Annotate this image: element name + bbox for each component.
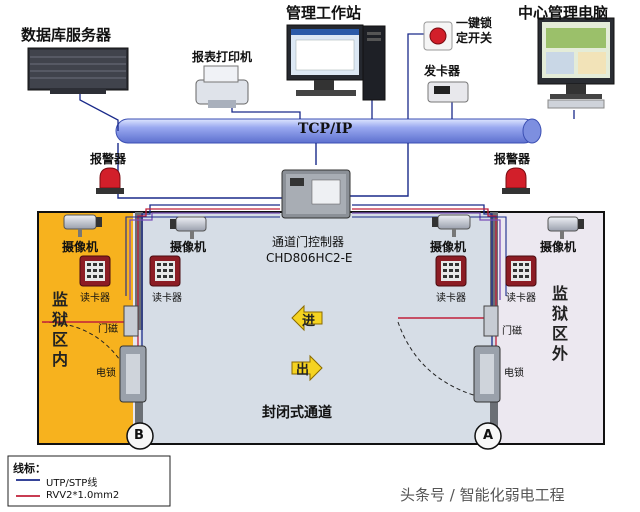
watermark-text: 头条号 / 智能化弱电工程 (400, 486, 565, 504)
camera-right-outer-label: 摄像机 (540, 240, 577, 254)
camera-left-inner-label: 摄像机 (170, 240, 207, 254)
door-b-swing (41, 321, 138, 393)
legend-box (7, 455, 171, 507)
reader-left-inner-icon (149, 255, 181, 287)
db-server-icon (27, 47, 129, 94)
network-label: TCP/IP (298, 121, 353, 137)
reader-right-inner-icon (435, 255, 467, 287)
db-server-label: 数据库服务器 (21, 26, 112, 44)
prison-inside-label: 监狱区内 (52, 290, 69, 369)
wall-right-bottom (490, 400, 498, 444)
door-controller-icon (281, 169, 351, 219)
lock-hardware-right-icon (473, 305, 501, 403)
enter-label: 进 (302, 314, 316, 329)
center-pc-label: 中心管理电脑 (518, 4, 609, 22)
workstation-icon (286, 24, 386, 101)
center-pc-icon (537, 17, 615, 109)
e-lock-left-label: 电锁 (96, 368, 116, 379)
printer-icon (195, 65, 249, 108)
legend-rvv-label: RVV2*1.0mm2 (46, 490, 120, 501)
door-a-marker (474, 422, 502, 450)
corridor-zone (140, 213, 496, 443)
tcp-ip-pipe (115, 118, 542, 144)
door-b-label: B (134, 428, 144, 443)
reader-right-outer-label: 读卡器 (506, 293, 536, 304)
camera-left-outer-icon (63, 214, 102, 237)
exit-label: 出 (296, 363, 310, 378)
lock-button-label: 一键锁定开关 (456, 16, 493, 45)
alarm-left-icon (96, 167, 124, 194)
alarm-left-label: 报警器 (90, 152, 127, 166)
exit-arrow-icon (291, 354, 323, 382)
workstation-label: 管理工作站 (286, 4, 362, 22)
wall-left-top (135, 212, 143, 330)
wall-right-top (490, 212, 498, 330)
printer-label: 报表打印机 (192, 50, 253, 64)
reader-left-inner-label: 读卡器 (152, 293, 182, 304)
lock-hardware-left-icon (119, 305, 147, 403)
controller-name-label: 通道门控制器 (272, 235, 345, 249)
controller-model-label: CHD806HC2-E (266, 251, 353, 265)
enter-arrow-icon (291, 304, 323, 332)
door-a-label: A (483, 428, 494, 443)
camera-left-inner-icon (170, 216, 207, 239)
prison-outside-label: 监狱区外 (552, 284, 569, 363)
card-issuer-label: 发卡器 (424, 64, 461, 78)
card-issuer-icon (427, 81, 469, 103)
e-lock-right-label: 电锁 (504, 368, 524, 379)
reader-right-outer-icon (505, 255, 537, 287)
reader-left-outer-label: 读卡器 (80, 293, 110, 304)
alarm-right-icon (502, 167, 530, 194)
reader-right-inner-label: 读卡器 (436, 293, 466, 304)
wall-left-bottom (135, 400, 143, 444)
camera-right-inner-label: 摄像机 (430, 240, 467, 254)
camera-left-outer-label: 摄像机 (62, 240, 99, 254)
camera-right-outer-icon (547, 216, 584, 239)
door-magnet-right-label: 门磁 (502, 326, 522, 337)
controller-cabling (117, 143, 507, 370)
reader-left-outer-icon (79, 255, 111, 287)
lock-button-icon (423, 21, 453, 51)
prison-outside-zone (496, 213, 603, 443)
legend-title: 线标： (13, 462, 46, 475)
corridor-label: 封闭式通道 (262, 405, 332, 421)
camera-right-inner-icon (432, 214, 471, 237)
door-b-marker (126, 422, 154, 450)
legend-utp-label: UTP/STP线 (46, 478, 98, 489)
door-magnet-left-label: 门磁 (98, 324, 118, 335)
prison-inside-zone (39, 213, 133, 443)
alarm-right-label: 报警器 (494, 152, 531, 166)
